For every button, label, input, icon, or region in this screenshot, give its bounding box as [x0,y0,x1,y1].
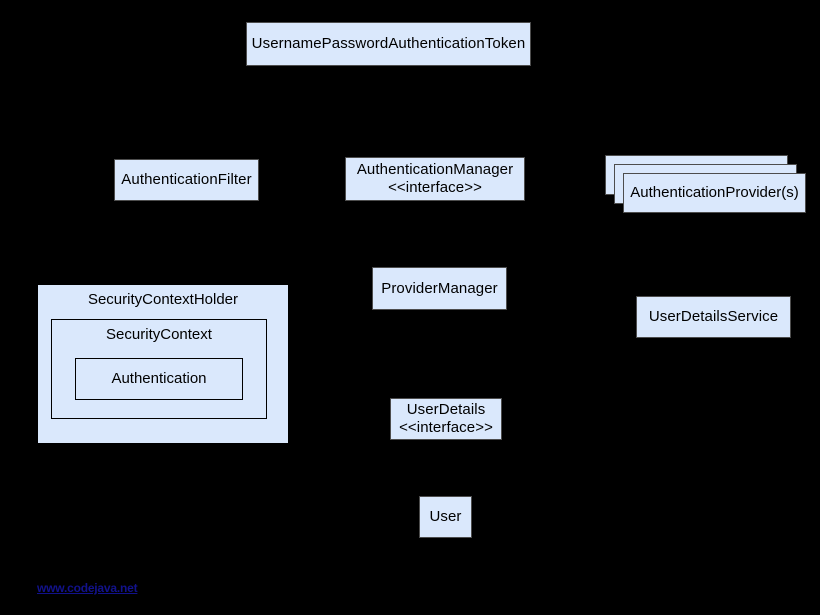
security-context-label: SecurityContext [106,326,212,343]
node-label: ProviderManager [381,279,498,297]
node-user-details[interactable]: UserDetails <<interface>> [390,398,502,440]
node-authentication-providers-stack[interactable]: AuthenticationProvider(s) [605,155,806,213]
node-authentication-provider[interactable]: AuthenticationProvider(s) [623,173,806,213]
node-label: AuthenticationProvider(s) [630,184,799,201]
node-label: Authentication [111,370,207,387]
node-label: User [429,508,462,525]
node-authentication-filter[interactable]: AuthenticationFilter [114,159,259,201]
node-label: UsernamePasswordAuthenticationToken [251,35,526,52]
node-label: UserDetailsService [648,308,779,325]
node-provider-manager[interactable]: ProviderManager [372,267,507,310]
node-label: UserDetails <<interface>> [399,401,493,436]
node-authentication-manager[interactable]: AuthenticationManager <<interface>> [345,157,525,201]
security-context-holder-label: SecurityContextHolder [87,291,239,308]
footer-watermark-link[interactable]: www.codejava.net [37,581,138,595]
node-user[interactable]: User [419,496,472,538]
node-label: AuthenticationManager <<interface>> [356,161,514,196]
node-username-password-authentication-token[interactable]: UsernamePasswordAuthenticationToken [246,22,531,66]
node-authentication[interactable]: Authentication [75,358,243,400]
node-user-details-service[interactable]: UserDetailsService [636,296,791,338]
node-label: AuthenticationFilter [121,171,252,188]
